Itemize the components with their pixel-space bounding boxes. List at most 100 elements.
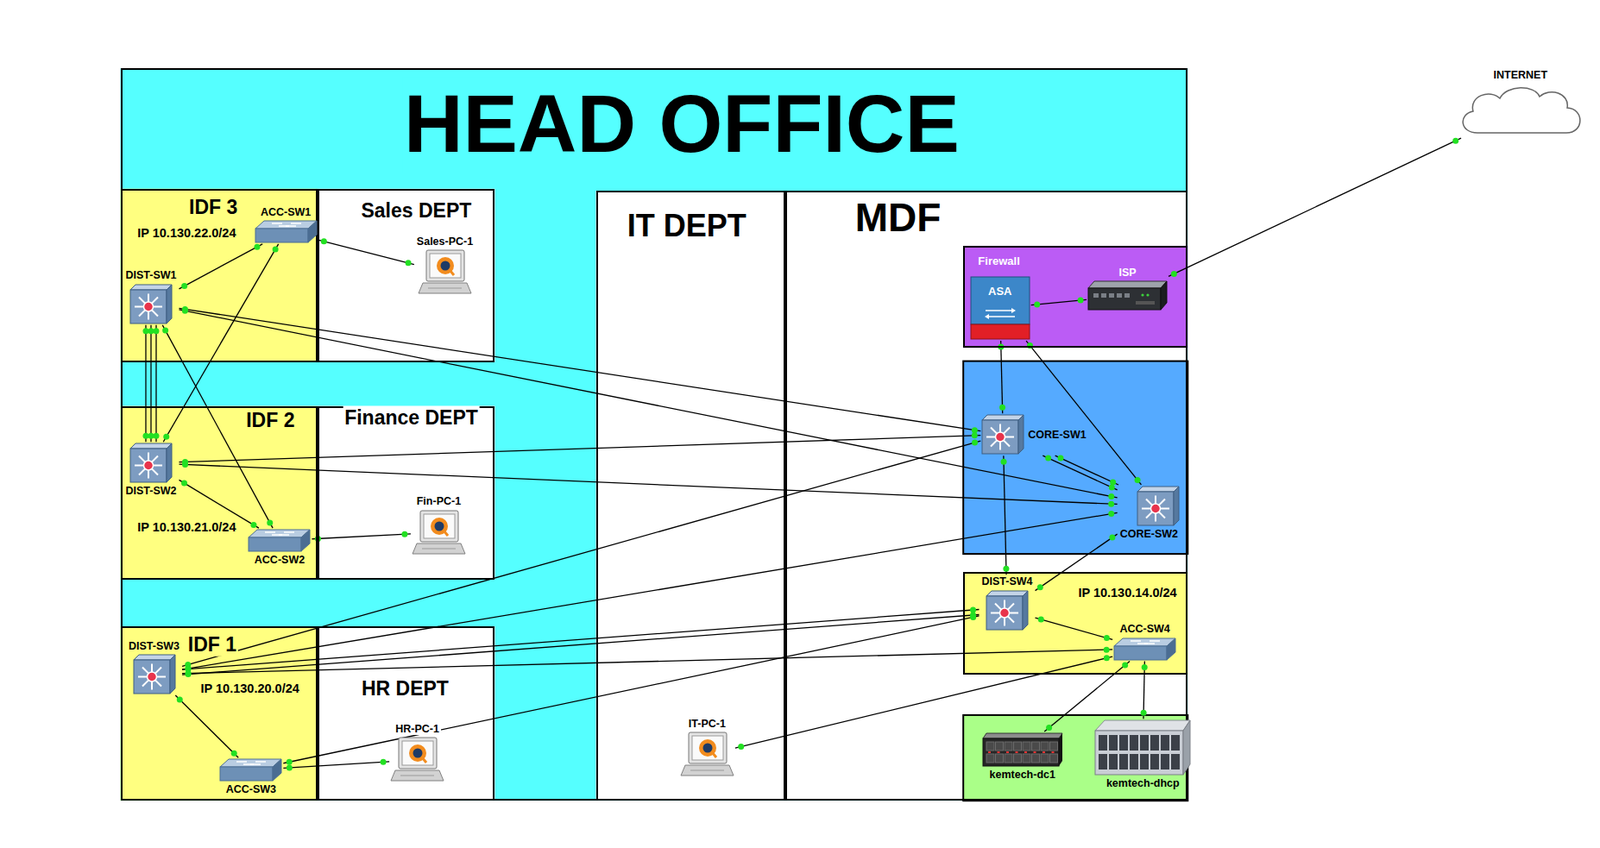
server-bay: [1160, 735, 1170, 751]
switch-arrow: [1130, 640, 1141, 643]
laptop-icon: [417, 249, 473, 296]
network-link: [1035, 617, 1114, 640]
link-status-dot: [970, 607, 977, 614]
device-label: DIST-SW3: [126, 640, 182, 653]
switch-arrow: [1144, 642, 1155, 645]
server-bay: [1050, 742, 1059, 751]
zone-fills: [120, 68, 1189, 801]
qemu-logo-tail: [422, 757, 427, 763]
qemu-logo-tail: [711, 752, 717, 758]
switch-arrow: [283, 531, 295, 534]
switch-arrow: [147, 470, 150, 479]
laptop-lid: [398, 737, 437, 769]
network-zone: FirewallASAISP: [963, 245, 1188, 348]
qemu-logo: [430, 517, 448, 536]
switch-front: [255, 228, 309, 243]
switch-front: [130, 289, 167, 324]
switch-arrow: [154, 680, 161, 687]
device-label: kemtech-dc1: [988, 768, 1058, 782]
switch-arrow: [147, 311, 150, 321]
device-label: DIST-SW1: [123, 269, 178, 282]
network-link: [1026, 340, 1141, 486]
switch-arrow: [142, 680, 149, 687]
router-icon: [1087, 280, 1168, 311]
network-link: [179, 308, 982, 431]
link-status-dot: [231, 750, 238, 757]
switch-icon: [1113, 637, 1177, 662]
link-status-dot: [1033, 301, 1040, 308]
switch-arrow: [1154, 495, 1157, 504]
link-status-dot: [147, 433, 154, 440]
device-label: CORE-SW1: [1026, 428, 1088, 441]
link-status-dot: [147, 327, 154, 334]
link-status-dot: [1077, 297, 1084, 304]
network-link: [1001, 340, 1003, 414]
network-zone: IP 10.130.14.0/24DIST-SW4ACC-SW4: [963, 572, 1188, 675]
multilayer-switch-icon: [1136, 485, 1180, 527]
device-label: ASA: [970, 285, 1031, 299]
switch-arrow: [995, 603, 1002, 610]
laptop-icon: [390, 737, 445, 783]
laptop-lid: [420, 510, 459, 542]
network-link: [182, 649, 1113, 675]
switch-side: [1022, 591, 1028, 630]
firewall-arrow: [985, 309, 1012, 312]
cloud-shape: [1462, 88, 1581, 133]
switch-core-dot: [995, 432, 1006, 442]
link-status-dot: [182, 308, 189, 315]
switch-arrow: [290, 222, 302, 225]
server-bay: [1160, 754, 1170, 770]
network-link: [1042, 455, 1117, 491]
link-status-dot: [1109, 479, 1116, 486]
network-link: [179, 435, 982, 463]
link-status-dot: [142, 433, 149, 440]
link-status-dot: [1108, 501, 1115, 508]
router-port: [1116, 293, 1122, 298]
link-status-dot: [1058, 455, 1065, 462]
router-port: [1108, 293, 1115, 298]
switch-arrow: [999, 424, 1002, 434]
server-bay: [1022, 754, 1031, 763]
server-bay: [1040, 742, 1049, 751]
switch-top: [133, 655, 176, 661]
network-device: CORE-SW1: [981, 414, 1088, 455]
network-zone: IDF 1IP 10.130.20.0/24DIST-SW3ACC-SW3: [120, 626, 318, 801]
link-status-dot: [971, 427, 978, 434]
zone-label: IP 10.130.14.0/24: [1076, 585, 1178, 601]
switch-arrow: [147, 453, 150, 462]
switch-arrow: [151, 309, 158, 316]
qemu-logo-center: [702, 743, 712, 754]
server-side: [1183, 720, 1191, 775]
switch-arrow: [1003, 428, 1010, 435]
server-bay: [1171, 735, 1180, 751]
switch-core-dot: [143, 460, 153, 471]
link-status-dot: [1121, 661, 1128, 668]
switch-arrow: [271, 222, 283, 225]
zone-label: HR DEPT: [359, 677, 451, 700]
zone-fill: [120, 406, 318, 580]
switch-icon: [219, 758, 283, 782]
laptop-base: [412, 543, 466, 555]
network-zone: HR DEPTHR-PC-1: [317, 626, 496, 801]
switch-side: [308, 220, 317, 243]
server-bay: [1004, 754, 1013, 763]
network-zone: Sales DEPTSales-PC-1: [317, 188, 496, 363]
link-status-dot: [272, 245, 279, 252]
router-port: [1093, 293, 1099, 298]
device-label: Fin-PC-1: [415, 495, 463, 508]
qemu-logo: [699, 739, 717, 757]
switch-arrow: [138, 469, 145, 476]
network-link: [155, 325, 157, 442]
network-device: ACC-SW3: [219, 758, 283, 796]
network-link: [179, 309, 1118, 498]
link-status-dot: [286, 759, 293, 766]
link-status-dot: [1045, 455, 1052, 462]
firewall-arrow-head: [1011, 308, 1016, 314]
link-status-dot: [1134, 477, 1141, 484]
zone-fill: [596, 190, 787, 801]
device-label: DIST-SW2: [123, 485, 178, 498]
switch-top: [220, 759, 282, 768]
network-link: [182, 440, 981, 667]
switch-arrow: [995, 616, 1002, 623]
switch-side: [170, 655, 176, 694]
